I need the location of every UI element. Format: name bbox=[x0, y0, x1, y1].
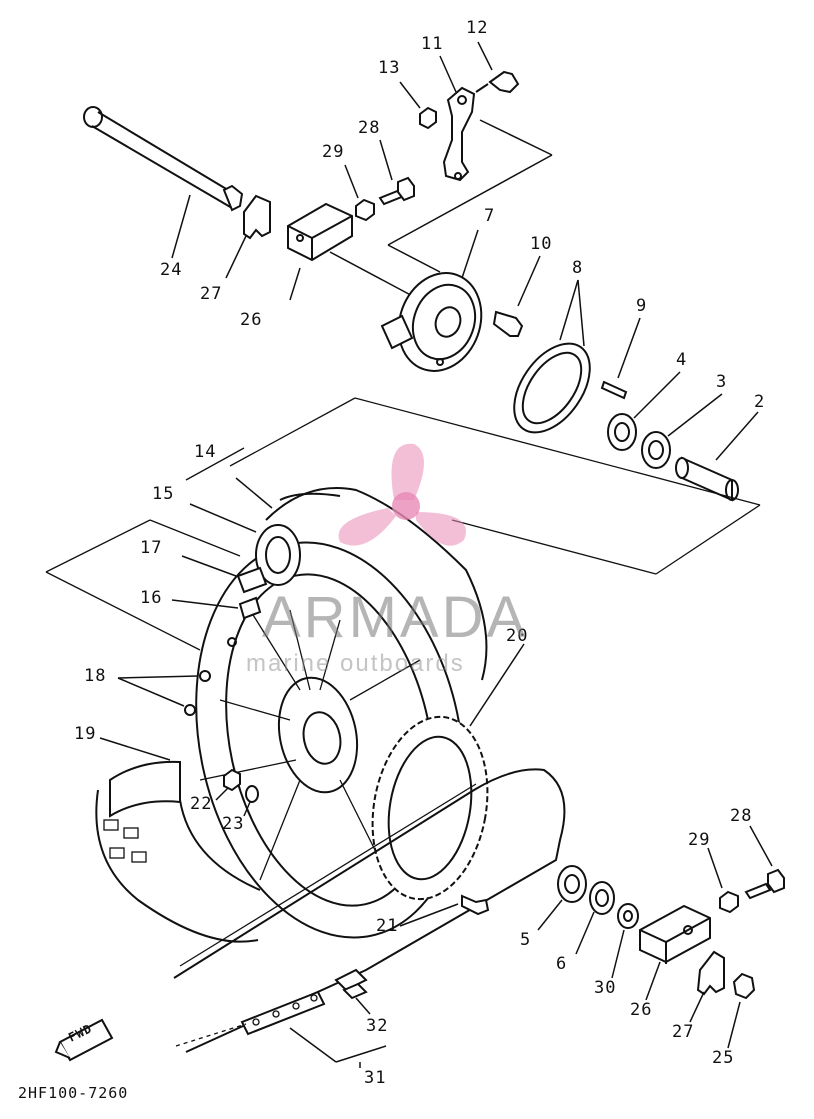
watermark-tagline: marine outboards bbox=[246, 650, 465, 677]
bearing-top bbox=[607, 371, 681, 451]
rear-sprocket bbox=[371, 643, 525, 901]
callout-15: 15 bbox=[152, 484, 175, 504]
callout-23: 23 bbox=[222, 814, 245, 834]
callout-25: 25 bbox=[712, 1048, 735, 1068]
brake-shoes bbox=[513, 279, 591, 434]
brake-plate bbox=[380, 119, 553, 372]
sprocket-bolt bbox=[399, 894, 490, 927]
callout-26: 26 bbox=[240, 310, 263, 330]
callout-26b: 26 bbox=[630, 1000, 653, 1020]
rim-band bbox=[181, 555, 268, 594]
callout-31: 31 bbox=[364, 1068, 387, 1088]
brake-cam bbox=[492, 255, 541, 337]
valve-part bbox=[171, 596, 262, 620]
nut-bolt-top bbox=[344, 139, 415, 222]
callout-16: 16 bbox=[140, 588, 163, 608]
callout-20: 20 bbox=[506, 626, 529, 646]
callout-28b: 28 bbox=[730, 806, 753, 826]
callout-4: 4 bbox=[676, 350, 688, 370]
callout-27b: 27 bbox=[672, 1022, 695, 1042]
callout-32: 32 bbox=[366, 1016, 389, 1036]
chain-master-link bbox=[334, 968, 371, 1015]
chain-adjuster-plate-bottom bbox=[689, 950, 725, 1023]
oil-seal-top bbox=[641, 393, 723, 469]
callout-14: 14 bbox=[194, 442, 217, 462]
callout-17: 17 bbox=[140, 538, 163, 558]
callout-29b: 29 bbox=[688, 830, 711, 850]
oil-seal-bottom bbox=[575, 881, 615, 955]
callout-13: 13 bbox=[378, 58, 401, 78]
callout-29: 29 bbox=[322, 142, 345, 162]
callout-6: 6 bbox=[556, 954, 568, 974]
callout-7: 7 bbox=[484, 206, 496, 226]
callout-27: 27 bbox=[200, 284, 223, 304]
callout-24: 24 bbox=[160, 260, 183, 280]
callout-5: 5 bbox=[520, 930, 532, 950]
callout-18: 18 bbox=[84, 666, 107, 686]
spring-pin bbox=[600, 317, 641, 400]
brake-cam-lever bbox=[399, 41, 520, 182]
group-bracket-lines bbox=[45, 397, 761, 651]
chain-adjuster-block-bottom bbox=[639, 904, 711, 1001]
watermark-brand: ARMADA bbox=[262, 585, 529, 650]
bearing-bottom bbox=[537, 865, 587, 931]
nut-bolt-bottom bbox=[707, 825, 785, 914]
watermark-propeller-icon bbox=[338, 443, 466, 546]
callout-10: 10 bbox=[530, 234, 553, 254]
collar-bottom bbox=[611, 903, 639, 979]
callout-12: 12 bbox=[466, 18, 489, 38]
callout-11: 11 bbox=[421, 34, 444, 54]
drive-chain bbox=[173, 768, 566, 1053]
spoke-nipples bbox=[117, 637, 237, 716]
tire-section bbox=[95, 737, 261, 943]
callout-9: 9 bbox=[636, 296, 648, 316]
callout-2: 2 bbox=[754, 392, 766, 412]
chain-segment bbox=[175, 990, 387, 1068]
callout-19: 19 bbox=[74, 724, 97, 744]
nut-washer-small bbox=[215, 768, 259, 817]
axle-nut bbox=[727, 972, 756, 1049]
fwd-arrow-icon bbox=[54, 1018, 114, 1062]
chain-adjuster-plate-top bbox=[225, 194, 271, 279]
collar-spacer bbox=[675, 411, 759, 502]
callout-22: 22 bbox=[190, 794, 213, 814]
axle-part bbox=[83, 106, 244, 259]
callout-28: 28 bbox=[358, 118, 381, 138]
callout-21: 21 bbox=[376, 916, 399, 936]
diagram-part-code: 2HF100-7260 bbox=[18, 1084, 129, 1102]
callout-30: 30 bbox=[594, 978, 617, 998]
callout-8: 8 bbox=[572, 258, 584, 278]
callout-3: 3 bbox=[716, 372, 728, 392]
tire-top bbox=[189, 477, 488, 681]
chain-adjuster-block-top bbox=[287, 202, 421, 301]
